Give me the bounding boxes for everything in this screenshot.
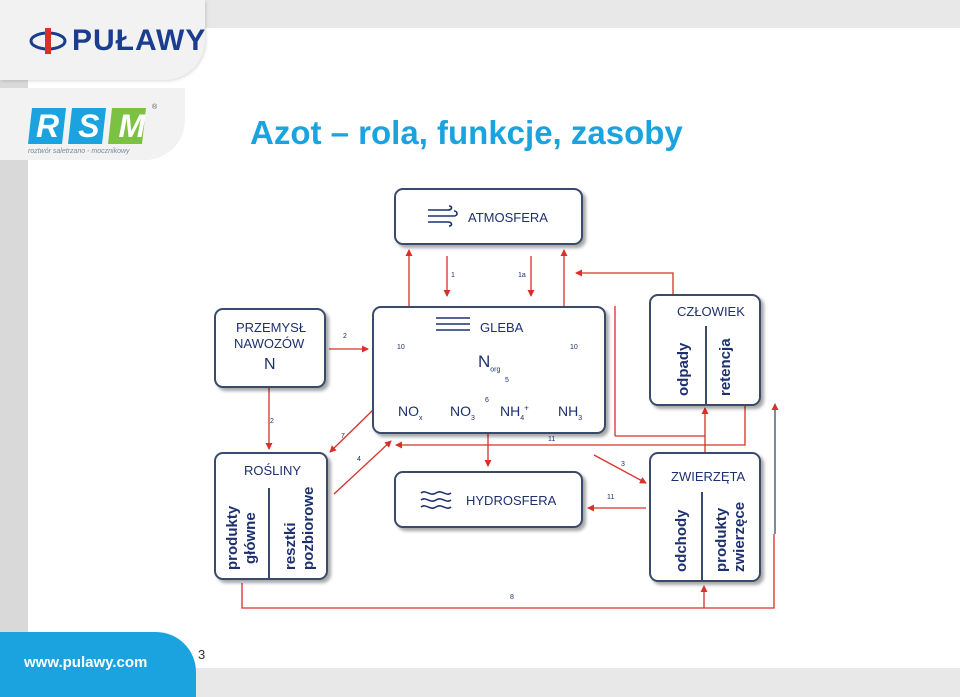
- przemysl-line1: PRZEMYSŁ: [236, 320, 307, 335]
- flow-num-11-bottom: 11: [607, 494, 615, 501]
- no3-sub: 3: [471, 414, 475, 422]
- registered-mark: ®: [152, 104, 158, 111]
- rosliny-divider: [268, 488, 270, 578]
- logo-tab: PUŁAWY: [0, 0, 205, 80]
- norg-label: Norg: [478, 352, 500, 373]
- hydrosfera-box: HYDROSFERA: [394, 471, 583, 528]
- atmosfera-box: ATMOSFERA: [394, 188, 583, 245]
- zwierzeta-divider: [701, 492, 703, 580]
- czlowiek-divider: [705, 326, 707, 404]
- rsm-letters: RSM: [30, 106, 160, 146]
- flow-num-10-right: 10: [570, 344, 578, 351]
- rsm-tagline: roztwór saletrzano - mocznikowy: [28, 148, 130, 155]
- nox-main: NO: [398, 403, 419, 419]
- rsm-logo-tab: RSM ® roztwór saletrzano - mocznikowy: [0, 88, 185, 160]
- arrow-8-loop: [241, 534, 775, 609]
- norg-sub: org: [490, 366, 501, 374]
- page-number: 3: [198, 647, 206, 662]
- zwierzeta-label: ZWIERZĘTA: [671, 469, 746, 484]
- przemysl-line3: N: [264, 356, 276, 373]
- gleba-label: GLEBA: [480, 320, 524, 335]
- flow-num-6: 6: [485, 397, 489, 404]
- nh3-sub: 3: [578, 414, 583, 422]
- flow-num-8: 8: [510, 594, 514, 601]
- arrow-7-gleba-rosliny: [329, 409, 374, 453]
- flow-num-3: 3: [621, 461, 625, 468]
- arrow-4-rosliny-gleba: [333, 440, 392, 495]
- nh4-sup: +: [524, 403, 529, 413]
- website-link[interactable]: www.pulawy.com: [24, 654, 148, 671]
- nh4-main: NH: [500, 403, 521, 419]
- nh4-label: NH4+: [500, 403, 529, 422]
- wind-icon: [428, 205, 458, 227]
- czlowiek-label: CZŁOWIEK: [677, 304, 745, 319]
- nox-sub: x: [419, 414, 423, 422]
- arrow-zwierzeta-gleba: [607, 404, 705, 436]
- no3-label: NO3: [450, 403, 475, 422]
- czlowiek-box: CZŁOWIEK odpady retencja: [649, 294, 761, 406]
- rsm-logo-icon: [28, 108, 146, 144]
- flow-num-1a: 1a: [518, 272, 526, 279]
- flow-num-10-left: 10: [397, 344, 405, 351]
- nh3-label: NH3: [558, 403, 582, 422]
- retencja-label: retencja: [717, 338, 734, 396]
- flow-num-11-top: 11: [548, 436, 556, 443]
- no3-main: NO: [450, 403, 471, 419]
- produkty-zw-2: zwierzęce: [731, 501, 748, 572]
- rosliny-label: ROŚLINY: [244, 463, 302, 478]
- produkty-zw-1: produkty: [713, 507, 730, 572]
- flow-num-2-top: 2: [343, 333, 347, 340]
- produkty-glowne-1: produkty: [224, 505, 241, 570]
- przemysl-box: PRZEMYSŁ NAWOZÓW N: [214, 308, 326, 388]
- resztki-2: pozbiorowe: [300, 486, 317, 570]
- water-icon: [420, 491, 452, 509]
- zwierzeta-box: ZWIERZĘTA odchody produkty zwierzęce: [649, 452, 761, 582]
- norg-main: N: [478, 352, 491, 371]
- flow-num-4: 4: [357, 456, 361, 463]
- przemysl-line2: NAWOZÓW: [234, 336, 305, 351]
- page-title: Azot – rola, funkcje, zasoby: [250, 114, 683, 151]
- nh3-main: NH: [558, 403, 579, 419]
- flow-num-5: 5: [505, 377, 509, 384]
- flow-num-7: 7: [341, 433, 345, 440]
- resztki-1: resztki: [282, 522, 299, 570]
- rsm-text: RSM: [36, 108, 165, 144]
- nox-label: NOx: [398, 403, 423, 422]
- arrow-11-czlowiek-gleba: [395, 404, 746, 449]
- gleba-box: GLEBA Norg NOx NO3 NH4+ NH3: [372, 306, 606, 434]
- flow-num-1: 1: [451, 272, 455, 279]
- arrow-3-gleba-zwierzeta: [593, 454, 647, 484]
- hydrosfera-label: HYDROSFERA: [466, 493, 557, 508]
- flow-num-2-left: 2: [270, 418, 274, 425]
- brand-name: PUŁAWY: [72, 24, 207, 57]
- atmosfera-label: ATMOSFERA: [468, 210, 548, 225]
- rosliny-box: ROŚLINY produkty główne resztki pozbioro…: [214, 452, 328, 580]
- produkty-glowne-2: główne: [242, 512, 259, 564]
- footer-tab: [0, 632, 196, 697]
- arrow-czlowiek-atmosfera: [575, 269, 674, 294]
- pulawy-logo-icon: [29, 28, 67, 54]
- odchody-label: odchody: [673, 509, 690, 573]
- soil-icon: [436, 317, 470, 331]
- odpady-label: odpady: [675, 342, 692, 396]
- nh4-sub: 4: [520, 414, 525, 422]
